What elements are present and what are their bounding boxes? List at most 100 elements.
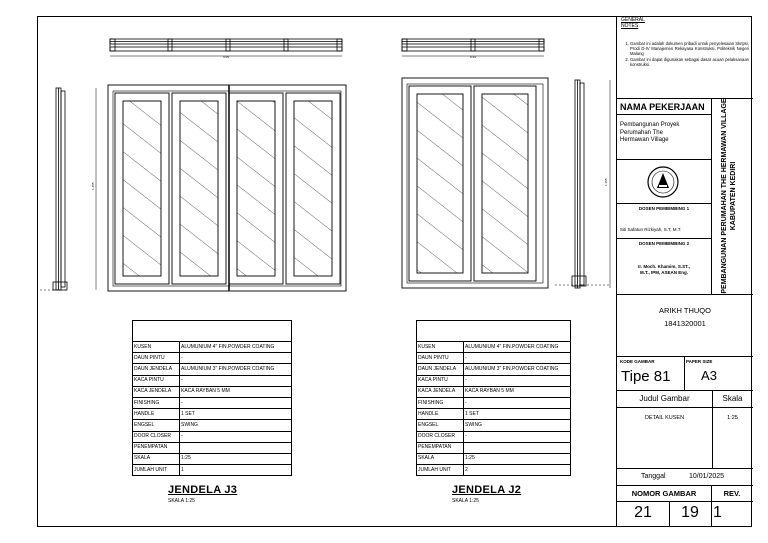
drawing-frame (37, 16, 752, 527)
window-drawings: 9.05 1.455 6.93 (40, 38, 611, 292)
table-row: DAUN PINTU- (416, 352, 571, 365)
j2-width-dim: 6.93 (470, 55, 476, 59)
spec-key: JUMLAH UNIT (416, 464, 464, 477)
spec-value (179, 441, 292, 454)
tanggal-label: Tanggal (641, 473, 666, 480)
spec-value: SWING (463, 419, 571, 432)
spec-value: ALUMUNIUM 3" FIN.POWDER COATING (179, 363, 292, 376)
spec-key: DAUN PINTU (132, 352, 180, 365)
nomor-gambar-b: 19 (681, 504, 699, 521)
table-title-j3: JENDELA J3 (168, 484, 238, 496)
table-row: PENEMPATAN (132, 441, 292, 454)
spec-value: ALUMUNIUM 4" FIN.POWDER COATING (179, 340, 292, 354)
spec-key: HANDLE (132, 408, 180, 421)
spec-value: KACA RAYBAN 5 MM (179, 385, 292, 398)
j2-height-dim: 1.455 (604, 178, 608, 186)
note-item: Gambar ini dapat digunakan sebagai dasar… (630, 57, 749, 67)
table-title-j2: JENDELA J2 (452, 484, 522, 496)
spec-key: JUMLAH UNIT (132, 464, 180, 477)
skala-label: Skala (722, 394, 743, 403)
j3-elevation (107, 84, 347, 292)
spec-key: KACA JENDELA (132, 385, 180, 398)
spec-value: ALUMUNIUM 4" FIN.POWDER COATING (463, 340, 571, 354)
judul-gambar-value: DETAIL KUSEN (644, 415, 685, 421)
j2-side-section (555, 79, 611, 289)
project-name: Pembangunan Proyek Perumahan The Hermawa… (620, 122, 680, 143)
note-item: Gambar ini adalah dokumen pribadi untuk … (630, 41, 749, 56)
spec-value: 1 (179, 464, 292, 477)
spec-value: - (179, 396, 292, 410)
spec-key: KUSEN (416, 340, 464, 354)
kode-gambar-value: Tipe 81 (621, 368, 671, 385)
spec-value: SWING (179, 419, 292, 432)
spec-key: DOOR CLOSER (132, 430, 180, 443)
spec-value: - (179, 374, 292, 387)
general-notes: Gambar ini adalah dokumen pribadi untuk … (621, 41, 749, 68)
table-row: FINISHING- (416, 396, 571, 410)
table-row: FINISHING- (132, 396, 292, 410)
supervisor-1-label: DOSEN PEMBIMBING 1 (638, 206, 690, 211)
table-row: DAUN PINTU- (132, 352, 292, 365)
spec-key: DAUN JENDELA (132, 363, 180, 376)
author-name: ARIKH THUQO (659, 306, 711, 315)
rev-label: REV. (723, 489, 741, 498)
supervisor-2-label: DOSEN PEMBIMBING 2 (638, 241, 690, 246)
spec-table-header (132, 320, 292, 342)
project-vertical-title: PEMBANGUNAN PERUMAHAN THE HERMAWAN VILLA… (721, 98, 737, 294)
spec-value: - (179, 430, 292, 443)
table-scale-j3: SKALA 1:25 (168, 498, 195, 504)
j2-top-section (401, 38, 545, 57)
spec-value (463, 441, 571, 454)
spec-key: PENEMPATAN (132, 441, 180, 454)
j3-width-dim: 9.05 (223, 55, 229, 59)
rev-value: 1 (713, 504, 722, 521)
paper-size-label: PAPER SIZE (686, 359, 713, 364)
kode-gambar-label: KODE GAMBAR (620, 359, 655, 364)
spec-value: 1 SET (463, 408, 571, 421)
table-row: KACA PINTU- (132, 374, 292, 387)
spec-key: HANDLE (416, 408, 464, 421)
table-row: KACA PINTU- (416, 374, 571, 387)
spec-value: - (179, 352, 292, 365)
supervisor-1-name: Siti Safatun Rizkiyah, S.T, M.T. (620, 227, 682, 232)
spec-value: - (463, 374, 571, 387)
j2-elevation (401, 77, 549, 289)
spec-value: 1:25 (463, 452, 571, 466)
spec-key: ENGSEL (416, 419, 464, 432)
spec-key: DOOR CLOSER (416, 430, 464, 443)
spec-value: 1:25 (179, 452, 292, 466)
project-label: NAMA PEKERJAAN (620, 102, 705, 112)
nomor-gambar-a: 21 (634, 504, 652, 521)
general-notes-heading: GENERAL NOTES (621, 17, 645, 29)
spec-value: ALUMUNIUM 3" FIN.POWDER COATING (463, 363, 571, 376)
spec-value: - (463, 352, 571, 365)
skala-value: 1:25 (727, 415, 738, 421)
spec-key: KUSEN (132, 340, 180, 354)
spec-key: ENGSEL (132, 419, 180, 432)
spec-key: DAUN JENDELA (416, 363, 464, 376)
table-row: DOOR CLOSER- (132, 430, 292, 443)
j3-side-section (40, 87, 97, 291)
spec-value: 1 SET (179, 408, 292, 421)
spec-key: PENEMPATAN (416, 441, 464, 454)
author-nim: 1841320001 (664, 319, 706, 328)
spec-value: - (463, 430, 571, 443)
j3-height-dim: 1.455 (91, 182, 95, 190)
title-block: GENERAL NOTES Gambar ini adalah dokumen … (616, 16, 753, 527)
table-scale-j2: SKALA 1:25 (452, 498, 479, 504)
spec-value: 2 (463, 464, 571, 477)
nomor-gambar-label: NOMOR GAMBAR (631, 489, 697, 498)
spec-key: FINISHING (132, 396, 180, 410)
